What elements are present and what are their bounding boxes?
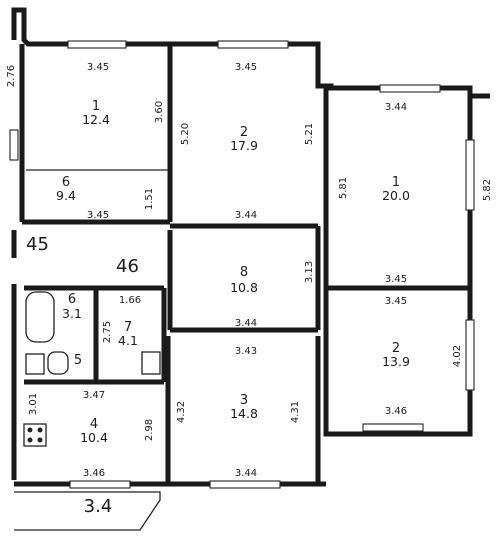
east-room1-width-top: 3.44	[385, 102, 407, 113]
east-room2-area: 13.9	[382, 354, 410, 369]
room4-depth-left: 3.01	[28, 393, 39, 415]
windows	[9, 40, 475, 489]
room6-top-depth: 1.51	[144, 188, 155, 210]
room7-area: 4.1	[118, 333, 138, 348]
room6-top-number: 6	[62, 175, 70, 190]
east-room2-depth: 4.02	[452, 345, 463, 367]
room3-depth-left: 4.32	[176, 401, 187, 423]
east-room1-depth: 5.81	[338, 177, 349, 199]
hall-center-label: 46	[116, 256, 139, 277]
room4-width-bottom: 3.46	[83, 468, 105, 479]
room4-area: 10.4	[80, 430, 108, 445]
room2-north-depth-left: 5.20	[180, 123, 191, 145]
corner-label: 2.76	[6, 65, 17, 87]
sink	[47, 351, 69, 375]
room2-north-number: 2	[240, 125, 248, 140]
bath-area: 3.1	[62, 306, 82, 321]
room6-top-width: 3.45	[87, 210, 109, 221]
washing-machine	[25, 351, 161, 375]
room1-north-depth: 3.60	[154, 101, 165, 123]
room2-north-width-top: 3.45	[235, 62, 257, 73]
room1-north-width: 3.45	[87, 62, 109, 73]
room8-area: 10.8	[230, 280, 258, 295]
room2-north-depth-right: 5.21	[304, 123, 315, 145]
room4-width-top: 3.47	[83, 390, 105, 401]
east-room2-number: 2	[392, 341, 400, 356]
bath-number: 6	[68, 292, 76, 307]
room3-width-bottom: 3.44	[235, 468, 257, 479]
room6-top-area: 9.4	[56, 188, 76, 203]
room7-number: 7	[124, 320, 132, 335]
room4-number: 4	[90, 417, 98, 432]
hall-left-label: 45	[26, 234, 49, 255]
bathtub	[25, 291, 55, 343]
room3-width-top: 3.43	[235, 346, 257, 357]
room2-north-width-bottom: 3.44	[235, 210, 257, 221]
room4-depth-right: 2.98	[144, 419, 155, 441]
stove	[23, 423, 47, 447]
room3-number: 3	[240, 393, 248, 408]
east-room2-width-bottom: 3.46	[385, 406, 407, 417]
room3-area: 14.8	[230, 406, 258, 421]
room8-depth: 3.13	[304, 261, 315, 283]
east-room1-number: 1	[392, 175, 400, 190]
east-room1-area: 20.0	[382, 188, 410, 203]
east-room2-width-top: 3.45	[385, 296, 407, 307]
balcony-label: 3.4	[84, 496, 113, 517]
room5-number: 5	[74, 353, 82, 368]
east-room1-width-bottom: 3.45	[385, 274, 407, 285]
room7-depth: 2.75	[102, 321, 113, 343]
room2-north-area: 17.9	[230, 138, 258, 153]
east-room1-depth-far: 5.82	[482, 179, 493, 201]
balcony-outline	[14, 491, 161, 531]
room7-width: 1.66	[119, 295, 141, 306]
room3-depth-right: 4.31	[290, 401, 301, 423]
room1-north-area: 12.4	[82, 112, 110, 127]
room1-north-number: 1	[92, 99, 100, 114]
room8-number: 8	[240, 265, 248, 280]
room8-width-bottom: 3.44	[235, 318, 257, 329]
